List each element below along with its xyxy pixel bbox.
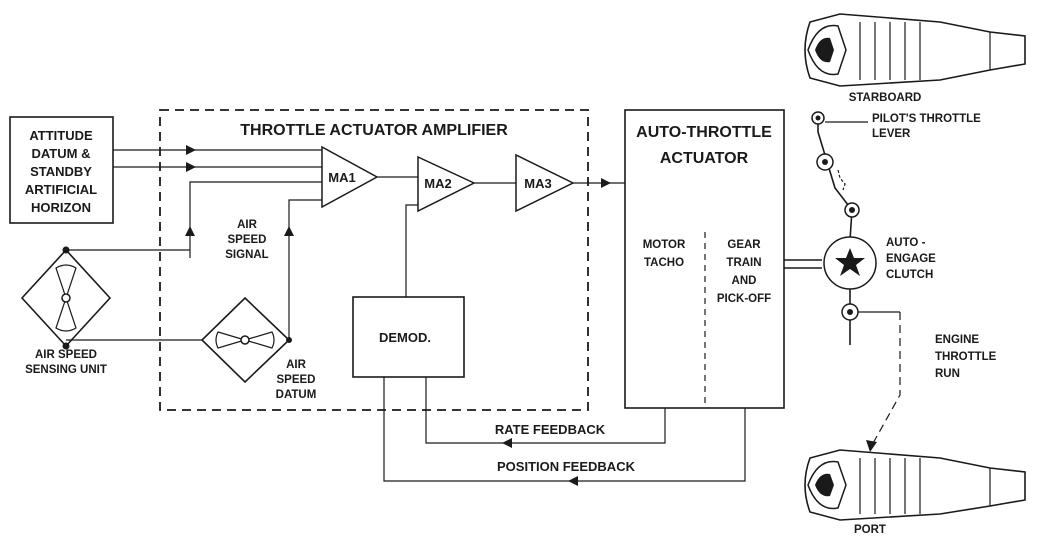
air-speed-datum-l1: AIR — [286, 359, 307, 371]
starboard-label: STARBOARD — [849, 92, 922, 104]
throttle-actuator-amplifier: THROTTLE ACTUATOR AMPLIFIER — [159, 109, 589, 411]
air-speed-datum-arrow — [284, 226, 294, 236]
air-speed-signal-l2: SPEED — [228, 234, 267, 246]
engine-throttle-run-line — [871, 312, 901, 446]
demod-box — [352, 296, 465, 378]
datum-unit-propeller-icon — [215, 331, 275, 349]
gear-train-l3: AND — [732, 275, 757, 287]
amplifier-title: THROTTLE ACTUATOR AMPLIFIER — [240, 122, 508, 139]
port-engine: PORT — [804, 449, 1026, 536]
attitude-line-2: DATUM & — [32, 146, 91, 161]
pilots-throttle-l2: LEVER — [872, 128, 911, 140]
gear-train-l1: GEAR — [727, 239, 761, 251]
attitude-signal-lines — [113, 145, 322, 172]
position-feedback: POSITION FEEDBACK — [383, 377, 746, 486]
auto-engage-l2: ENGAGE — [886, 253, 936, 265]
sensing-unit-label-2: SENSING UNIT — [25, 364, 107, 376]
air-speed-signal-l3: SIGNAL — [225, 249, 268, 261]
starboard-engine: STARBOARD — [804, 13, 1026, 104]
throttle-linkage: PILOT'S THROTTLE LEVER AUTO - ENGAGE CLU… — [784, 111, 997, 452]
demodulator-block: DEMOD. — [352, 296, 465, 378]
rate-feedback: RATE FEEDBACK — [425, 377, 666, 448]
amplifier-ma3: MA3 — [515, 153, 575, 213]
actuator-title-2: ACTUATOR — [660, 150, 749, 167]
attitude-line-1: ATTITUDE — [29, 128, 93, 143]
air-speed-datum-unit: AIR SPEED DATUM — [200, 296, 317, 401]
ma2-triangle — [417, 155, 476, 213]
pilots-throttle-l1: PILOT'S THROTTLE — [872, 113, 981, 125]
ma3-triangle — [515, 153, 575, 213]
air-speed-signal-arrow — [185, 226, 195, 236]
auto-engage-l1: AUTO - — [886, 237, 926, 249]
attitude-datum-box — [9, 116, 114, 224]
datum-unit-diamond — [200, 296, 291, 384]
motor-tacho-l2: TACHO — [644, 257, 684, 269]
actuator-title-1: AUTO-THROTTLE — [636, 124, 772, 141]
sensing-unit-propeller-icon — [55, 264, 77, 332]
amplifier-dashed-box — [159, 109, 589, 411]
amplifier-ma1: MA1 — [321, 145, 379, 209]
ma2-label: MA2 — [424, 176, 451, 191]
air-speed-datum-l2: SPEED — [277, 374, 316, 386]
demod-label: DEMOD. — [379, 330, 431, 345]
engine-throttle-l2: THROTTLE — [935, 351, 997, 363]
attitude-line-3: STANDBY — [30, 164, 92, 179]
auto-engage-l3: CLUTCH — [886, 269, 933, 281]
air-speed-datum-line — [288, 199, 322, 340]
air-speed-datum-l3: DATUM — [276, 389, 317, 401]
port-label: PORT — [854, 524, 886, 536]
attitude-datum-block: ATTITUDE DATUM & STANDBY ARTIFICIAL HORI… — [9, 116, 114, 224]
ma1-triangle — [321, 145, 379, 209]
engine-throttle-l3: RUN — [935, 368, 960, 380]
air-speed-signal-l1: AIR — [237, 219, 258, 231]
port-engine-outline — [804, 449, 1026, 521]
starboard-engine-outline — [804, 13, 1026, 87]
sensing-unit-label-1: AIR SPEED — [35, 349, 97, 361]
attitude-line-4: ARTIFICIAL — [25, 182, 97, 197]
demod-to-ma2-line — [405, 204, 418, 297]
actuator-box — [624, 109, 785, 409]
motor-tacho-l1: MOTOR — [643, 239, 686, 251]
gear-train-l2: TRAIN — [726, 257, 761, 269]
ma3-output-arrow — [601, 178, 611, 188]
auto-throttle-actuator: AUTO-THROTTLE ACTUATOR MOTOR TACHO GEAR … — [624, 109, 785, 409]
amplifier-ma2: MA2 — [417, 155, 476, 213]
ma3-label: MA3 — [524, 176, 551, 191]
position-feedback-label: POSITION FEEDBACK — [497, 459, 636, 474]
ma1-label: MA1 — [328, 170, 355, 185]
air-speed-sensing-unit: AIR SPEED SENSING UNIT — [20, 246, 190, 376]
attitude-line-5: HORIZON — [31, 200, 91, 215]
engine-throttle-l1: ENGINE — [935, 334, 979, 346]
gear-train-l4: PICK-OFF — [717, 293, 771, 305]
rate-feedback-label: RATE FEEDBACK — [495, 422, 606, 437]
